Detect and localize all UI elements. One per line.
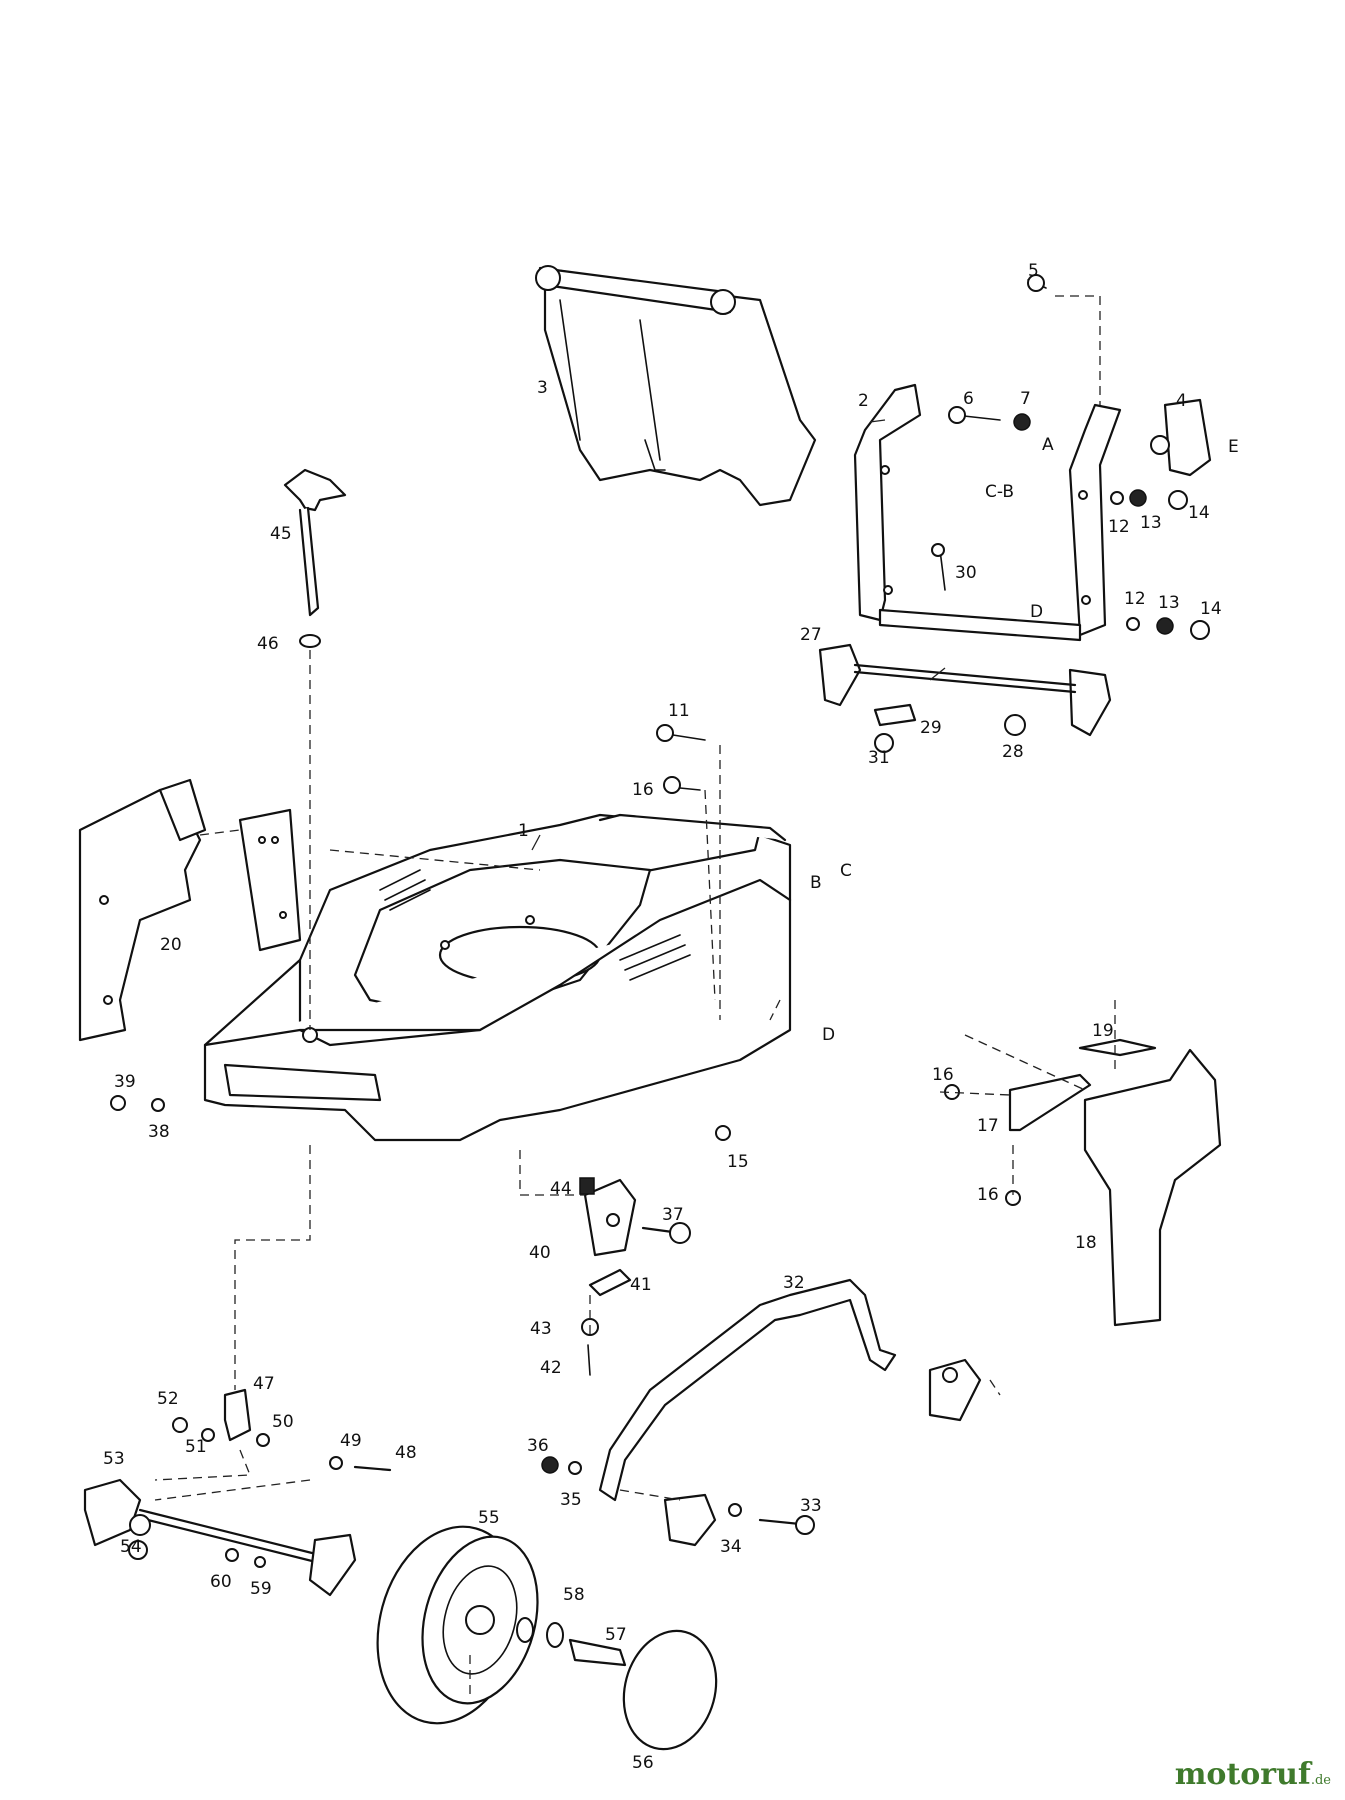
wheel <box>376 1525 718 1751</box>
ref-cb-top: C-B <box>985 482 1014 502</box>
callout-45: 45 <box>270 524 292 544</box>
callout-3: 3 <box>537 378 548 398</box>
callout-4: 4 <box>1176 391 1187 411</box>
callout-32: 32 <box>783 1273 805 1293</box>
ref-d-top: D <box>1030 602 1043 622</box>
callout-44: 44 <box>550 1179 572 1199</box>
callout-28: 28 <box>1002 742 1024 762</box>
leader-lines <box>154 295 1116 1700</box>
callout-47: 47 <box>253 1374 275 1394</box>
callout-13a: 13 <box>1140 513 1162 533</box>
callout-55: 55 <box>478 1508 500 1528</box>
callout-48: 48 <box>395 1443 417 1463</box>
push-handle <box>598 1278 982 1502</box>
callout-20: 20 <box>160 935 182 955</box>
callout-49: 49 <box>340 1431 362 1451</box>
bracket-hardware <box>931 274 1210 640</box>
callout-56: 56 <box>632 1753 654 1773</box>
callout-labels: 1 2 3 4 5 6 7 11 12 12 13 13 14 14 15 16… <box>103 261 1222 1773</box>
callout-51: 51 <box>185 1437 207 1457</box>
callout-41: 41 <box>630 1275 652 1295</box>
callout-19: 19 <box>1092 1021 1114 1041</box>
mower-deck <box>203 813 792 1142</box>
height-adjust-handle <box>1150 398 1212 477</box>
callout-50: 50 <box>272 1412 294 1432</box>
callout-17: 17 <box>977 1116 999 1136</box>
brand-watermark: motoruf.de <box>1175 1757 1331 1792</box>
callout-27: 27 <box>800 625 822 645</box>
callout-11: 11 <box>668 701 690 721</box>
callout-52: 52 <box>157 1389 179 1409</box>
rear-bracket-frame <box>853 383 1122 642</box>
callout-35: 35 <box>560 1490 582 1510</box>
deflector-flap <box>535 265 817 507</box>
callout-38: 38 <box>148 1122 170 1142</box>
callout-37: 37 <box>662 1205 684 1225</box>
rear-axle-assembly <box>818 643 1112 753</box>
callout-57: 57 <box>605 1625 627 1645</box>
callout-2: 2 <box>858 391 869 411</box>
callout-42: 42 <box>540 1358 562 1378</box>
callout-40: 40 <box>529 1243 551 1263</box>
handle-hardware <box>541 1456 815 1547</box>
callout-33: 33 <box>800 1496 822 1516</box>
callout-60: 60 <box>210 1572 232 1592</box>
watermark-tld: .de <box>1310 1773 1331 1788</box>
ref-c-deck: C <box>840 861 852 881</box>
callout-58: 58 <box>563 1585 585 1605</box>
callout-5: 5 <box>1028 261 1039 281</box>
ref-a-top: A <box>1042 435 1054 455</box>
callout-16a: 16 <box>632 780 654 800</box>
callout-14a: 14 <box>1188 503 1210 523</box>
callout-15: 15 <box>727 1152 749 1172</box>
callout-7: 7 <box>1020 389 1031 409</box>
ref-d-deck: D <box>822 1025 835 1045</box>
callout-29: 29 <box>920 718 942 738</box>
callout-36: 36 <box>527 1436 549 1456</box>
callout-6: 6 <box>963 389 974 409</box>
callout-12a: 12 <box>1108 517 1130 537</box>
deck-hardware <box>110 724 731 1141</box>
watermark-brand: motoruf <box>1174 1757 1311 1792</box>
rear-hinge-bracket <box>579 1177 691 1376</box>
callout-1: 1 <box>518 821 529 841</box>
callout-18: 18 <box>1075 1233 1097 1253</box>
reference-letters: A C-B E D B C D <box>810 435 1239 1045</box>
callout-16c: 16 <box>977 1185 999 1205</box>
callout-54: 54 <box>120 1537 142 1557</box>
callout-12b: 12 <box>1124 589 1146 609</box>
callout-46: 46 <box>257 634 279 654</box>
front-axle-assembly <box>83 1388 392 1597</box>
callout-31: 31 <box>868 748 890 768</box>
callout-43: 43 <box>530 1319 552 1339</box>
ref-e-top: E <box>1228 437 1239 457</box>
callout-14b: 14 <box>1200 599 1222 619</box>
callout-16b: 16 <box>932 1065 954 1085</box>
callout-59: 59 <box>250 1579 272 1599</box>
callout-39: 39 <box>114 1072 136 1092</box>
callout-30: 30 <box>955 563 977 583</box>
callout-34: 34 <box>720 1537 742 1557</box>
ref-b-deck: B <box>810 873 822 893</box>
height-knob <box>283 468 347 648</box>
callout-13b: 13 <box>1158 593 1180 613</box>
left-side-flap <box>78 778 302 1042</box>
callout-53: 53 <box>103 1449 125 1469</box>
right-side-flap <box>944 1038 1222 1327</box>
